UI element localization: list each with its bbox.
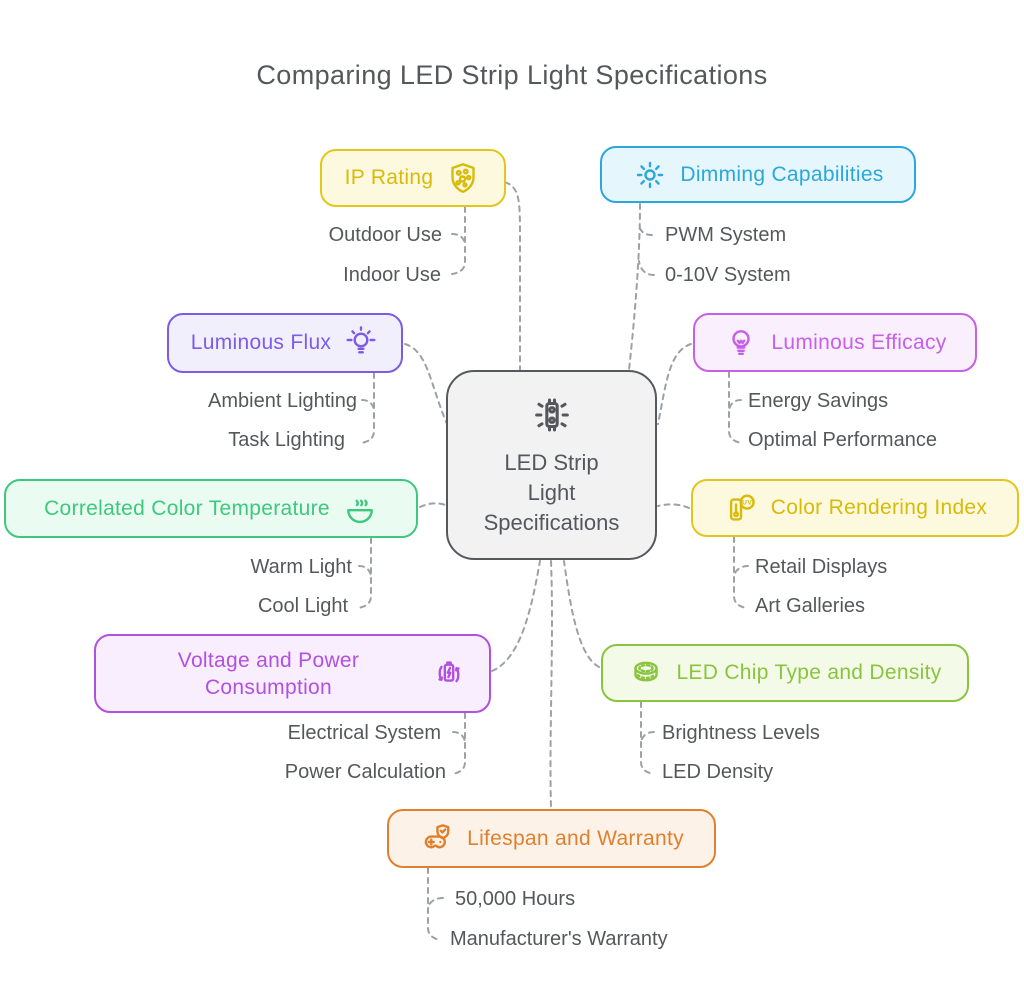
bulb-rays-icon bbox=[343, 325, 379, 361]
connector-cri-to-center bbox=[657, 503, 690, 509]
branch-luminous-flux: Luminous Flux bbox=[167, 313, 403, 373]
led-strip-icon bbox=[529, 392, 575, 438]
shield-dots-icon bbox=[445, 160, 481, 196]
branch-color-rendering-index-label: Color Rendering Index bbox=[770, 496, 988, 519]
led-coil-icon bbox=[628, 655, 664, 691]
connector-led-chip-leaves bbox=[640, 701, 655, 775]
center-label-line-1: LED Strip bbox=[504, 450, 599, 475]
connector-luminous-efficacy-to-center bbox=[657, 343, 692, 425]
leaf-warm-light: Warm Light bbox=[250, 556, 352, 578]
connector-dimming-leaves bbox=[638, 224, 655, 276]
leaf-optimal-performance: Optimal Performance bbox=[748, 429, 937, 451]
steam-bowl-icon bbox=[342, 491, 378, 527]
leaf-indoor-use: Indoor Use bbox=[343, 264, 441, 286]
leaf-outdoor-use: Outdoor Use bbox=[328, 224, 442, 246]
connector-luminous-efficacy-leaves bbox=[728, 371, 743, 444]
leaf-led-density: LED Density bbox=[662, 761, 774, 783]
branch-luminous-efficacy: Luminous Efficacy bbox=[693, 313, 977, 372]
connector-luminous-flux-leaves bbox=[360, 372, 375, 444]
branch-ip-rating-label: IP Rating bbox=[344, 166, 434, 189]
page-title: Comparing LED Strip Light Specifications bbox=[256, 60, 768, 90]
sun-brightness-icon bbox=[632, 157, 668, 193]
branch-ip-rating: IP Rating bbox=[320, 149, 506, 207]
connector-cct-to-center bbox=[419, 502, 447, 508]
connector-ip-rating-to-center bbox=[504, 181, 521, 371]
center-label-line-2: Light bbox=[527, 480, 576, 505]
branch-correlated-color-temperature: Correlated Color Temperature bbox=[4, 479, 418, 538]
leaf-task-lighting: Task Lighting bbox=[228, 429, 345, 451]
branch-voltage-and-power-consumption-label: Voltage and Power Consumption bbox=[177, 648, 360, 699]
leaf-0-10v-system: 0-10V System bbox=[665, 264, 791, 286]
uv-meter-icon: UV bbox=[723, 490, 759, 526]
leaf-energy-savings: Energy Savings bbox=[748, 390, 889, 412]
leaf-pwm-system: PWM System bbox=[665, 224, 787, 246]
branch-led-chip-type-and-density: LED Chip Type and Density bbox=[601, 644, 969, 702]
bulb-icon bbox=[723, 325, 759, 361]
branch-led-chip-type-and-density-label: LED Chip Type and Density bbox=[676, 661, 942, 684]
connector-voltage-leaves bbox=[451, 712, 466, 775]
branch-dimming-capabilities-label: Dimming Capabilities bbox=[680, 162, 884, 186]
connector-luminous-flux-to-center bbox=[404, 343, 448, 425]
center-node-led-strip-specifications: LED Strip Light Specifications bbox=[446, 370, 657, 560]
connector-lifespan-to-center bbox=[549, 560, 553, 809]
leaf-cool-light: Cool Light bbox=[257, 595, 348, 617]
connector-voltage-to-center bbox=[491, 560, 541, 672]
svg-text:UV: UV bbox=[742, 500, 752, 507]
branch-correlated-color-temperature-label: Correlated Color Temperature bbox=[44, 496, 330, 520]
leaf-ambient-lighting: Ambient Lighting bbox=[208, 390, 357, 412]
leaf-electrical-system: Electrical System bbox=[287, 722, 441, 744]
branch-luminous-efficacy-label: Luminous Efficacy bbox=[771, 330, 947, 354]
connector-led-chip-to-center bbox=[563, 560, 600, 668]
branch-lifespan-and-warranty-label: Lifespan and Warranty bbox=[467, 826, 684, 850]
connector-lifespan-leaves bbox=[427, 867, 444, 941]
connector-dimming-to-center bbox=[628, 203, 641, 371]
branch-voltage-and-power-consumption: Voltage and Power Consumption bbox=[94, 634, 491, 713]
leaf-art-galleries: Art Galleries bbox=[755, 595, 866, 617]
leaf-power-calculation: Power Calculation bbox=[284, 761, 446, 783]
branch-lifespan-and-warranty: Lifespan and Warranty bbox=[387, 809, 716, 868]
leaf-retail-displays: Retail Displays bbox=[755, 556, 888, 578]
leaf-50000-hours: 50,000 Hours bbox=[455, 888, 576, 910]
center-node-label: LED Strip Light Specifications bbox=[484, 448, 620, 538]
battery-cycle-icon bbox=[431, 656, 467, 692]
branch-dimming-capabilities: Dimming Capabilities bbox=[600, 146, 916, 203]
leaf-brightness-levels: Brightness Levels bbox=[662, 722, 820, 744]
controller-shield-icon bbox=[419, 821, 455, 857]
leaf-manufacturers-warranty: Manufacturer's Warranty bbox=[450, 928, 668, 950]
branch-color-rendering-index: UV Color Rendering Index bbox=[691, 479, 1019, 537]
connector-cct-leaves bbox=[357, 537, 372, 609]
connector-cri-leaves bbox=[733, 536, 749, 609]
center-label-line-3: Specifications bbox=[483, 510, 620, 535]
branch-luminous-flux-label: Luminous Flux bbox=[190, 331, 332, 354]
connector-ip-rating-leaves bbox=[451, 206, 466, 275]
